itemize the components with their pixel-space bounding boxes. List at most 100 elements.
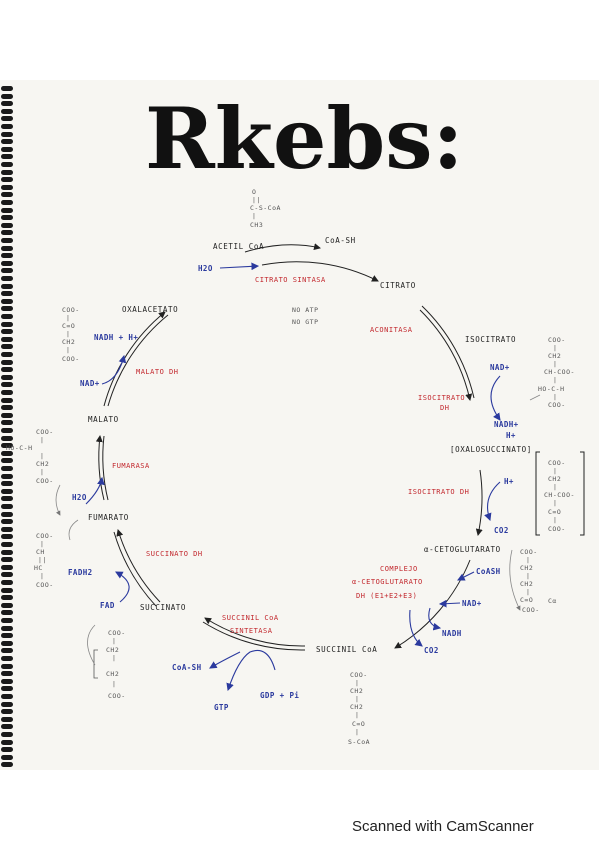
spiral-ring [1,732,13,737]
svg-text:|: | [355,679,359,687]
svg-text:|: | [553,516,557,524]
spiral-ring [1,686,13,692]
label-h2o-2: H2O [72,493,87,502]
h2o-arrow [219,262,260,271]
svg-text:CH2: CH2 [106,646,119,654]
svg-text:C=O: C=O [548,508,561,516]
svg-text:|: | [553,360,557,368]
ketoglutarate-structure: COO- | CH2 | CH2 | C=O COO- Cα [520,548,556,614]
enzyme-succinil-sintetasa-2: SINTETASA [230,627,273,635]
spiral-ring [1,435,13,441]
svg-text:C-S-CoA: C-S-CoA [250,204,281,212]
spiral-ring [1,587,13,593]
spiral-ring [1,93,13,99]
spiral-ring [1,466,13,471]
svg-text:COO-: COO- [36,532,54,540]
succinate-structure: COO- | CH2 | CH2 | COO- [106,629,125,700]
spiral-ring [1,169,13,175]
spiral-ring [1,420,13,426]
enzyme-aconitasa: ACONITASA [370,326,413,334]
enzyme-isocitrato-dh-2: ISOCITRATO DH [408,488,469,496]
svg-text:C=O: C=O [520,596,533,604]
spiral-ring [1,162,13,167]
acetyl-entry-arrow [244,243,321,253]
svg-text:|: | [553,467,557,475]
scanner-watermark: Scanned with CamScanner [352,818,534,835]
svg-text:HO-C-H: HO-C-H [538,385,564,393]
spiral-ring [1,412,13,418]
connector-fumarate [68,519,79,541]
svg-text:|: | [355,728,359,736]
spiral-ring [1,336,13,342]
label-fad: FAD [100,601,115,610]
spiral-ring [1,397,13,403]
spiral-ring [1,344,13,350]
svg-text:|: | [112,637,116,645]
spiral-ring [1,754,13,760]
spiral-ring [1,640,13,646]
label-nadh-2: NADH [442,629,462,638]
spiral-ring [1,329,13,335]
svg-text:|: | [66,314,70,322]
spiral-ring [1,260,13,266]
nadh-2-arrow [428,607,442,631]
svg-text:COO-: COO- [548,401,566,409]
spiral-ring [1,116,13,122]
svg-text:CH2: CH2 [36,460,49,468]
spiral-ring [1,428,13,433]
spiral-ring [1,701,13,707]
spiral-ring [1,663,13,669]
spiral-binding [0,80,14,770]
label-co2-1: CO2 [494,526,509,535]
svg-text:|: | [112,680,116,688]
fad-arrow [115,571,130,603]
svg-text:S-CoA: S-CoA [348,738,370,746]
oxalosuccinate-bracket-right [580,451,585,536]
svg-text:|: | [66,346,70,354]
label-nadh-3: NADH + H+ [94,333,138,342]
label-co2-2: CO2 [424,646,439,655]
enzyme-citrato-sintasa: CITRATO SINTASA [255,276,326,284]
spiral-ring [1,276,13,281]
spiral-ring [1,298,13,304]
svg-text:CH2: CH2 [350,703,363,711]
svg-text:C=O: C=O [62,322,75,330]
svg-text:HO-C-H: HO-C-H [6,444,32,452]
spiral-ring [1,511,13,517]
connector-ketoglutarate [509,549,521,611]
spiral-ring [1,694,13,699]
h2o-2-arrow [85,476,105,505]
svg-text:HC: HC [34,564,43,572]
nad-3-arrow [101,354,127,385]
label-gdp: GDP + Pi [260,691,299,700]
spiral-ring [1,625,13,631]
label-citrato: CITRATO [380,281,416,290]
nad-2-arrow [438,599,461,608]
enzyme-complejo-3: DH (E1+E2+E3) [356,592,417,600]
enzyme-complejo-2: α-CETOGLUTARATO [352,578,423,586]
enzyme-isocitrato-dh-1: ISOCITRATO [418,394,465,402]
spiral-ring [1,526,13,532]
label-coa-sh-top: CoA-SH [325,236,356,245]
spiral-ring [1,321,13,327]
page-title: Rkebs: [145,89,464,188]
spiral-ring [1,352,13,357]
svg-text:|: | [40,540,44,548]
isocitrate-structure: COO- | CH2 | CH-COO- | HO-C-H | COO- [538,336,574,409]
enzyme-malato-dh: MALATO DH [136,368,178,376]
svg-text:CH3: CH3 [250,221,263,229]
spiral-ring [1,230,13,236]
malate-structure: COO- | HO-C-H | CH2 | COO- [6,428,53,485]
label-acetil-coa: ACETIL CoA [213,242,264,251]
label-h-1: H+ [506,431,516,440]
svg-text:CH2: CH2 [548,352,561,360]
spiral-ring [1,542,13,547]
svg-text:CH2: CH2 [520,580,533,588]
spiral-ring [1,238,13,243]
spiral-ring [1,192,13,198]
label-malato: MALATO [88,415,119,424]
svg-text:|: | [526,556,530,564]
spiral-ring [1,458,13,464]
svg-text:C=O: C=O [352,720,365,728]
enzyme-succinato-dh: SUCCINATO DH [146,550,203,558]
